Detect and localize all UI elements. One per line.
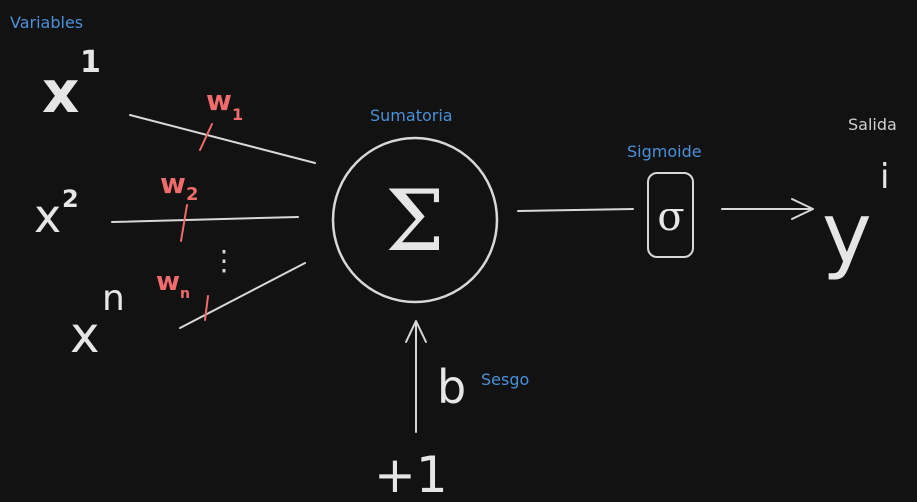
input-xn-base: x (70, 306, 100, 364)
arrow-output-head-icon (791, 198, 814, 220)
weight-w1-tick (199, 123, 213, 151)
weight-w2-tick (180, 204, 188, 242)
connection-xn-to-sum (179, 262, 306, 329)
summation-symbol: Σ (385, 172, 444, 270)
bias-input: +1 (374, 446, 448, 502)
input-x1-base: x (42, 58, 79, 126)
ellipsis-inputs: ⋮ (210, 244, 238, 277)
input-x1-sup: 1 (80, 45, 101, 80)
input-xn: x n (70, 278, 125, 364)
weight-w1-base: w (206, 84, 232, 117)
weight-w1-sub: 1 (232, 105, 243, 124)
label-variables: Variables (10, 13, 83, 32)
weight-wn-tick (204, 295, 209, 321)
connection-x2-to-sum (111, 216, 299, 223)
input-x2: x 2 (34, 185, 79, 243)
input-x2-sup: 2 (62, 185, 79, 213)
label-salida: Salida (848, 115, 897, 134)
weight-w2-sub: 2 (186, 184, 199, 205)
label-sesgo: Sesgo (481, 370, 529, 389)
weight-wn-base: w (156, 267, 180, 297)
connection-sum-to-sigmoid (517, 208, 634, 212)
arrow-bias-head-icon (405, 320, 427, 343)
weight-w2-base: w (160, 167, 186, 200)
sigmoid-symbol: σ (657, 194, 684, 240)
input-x2-base: x (34, 189, 61, 243)
connection-x1-to-sum (129, 114, 316, 164)
input-xn-sup: n (102, 278, 125, 319)
bias-symbol: b (437, 360, 466, 414)
output-y-base: y (822, 184, 872, 282)
weight-wn-sub: n (180, 286, 190, 302)
summation-node (331, 136, 499, 304)
weight-w1-label: w 1 (206, 84, 243, 124)
output-y: y i (822, 157, 889, 282)
input-x1: x 1 (42, 45, 101, 126)
weight-wn-label: w n (156, 267, 190, 302)
label-sigmoide: Sigmoide (627, 142, 702, 161)
weight-w2-label: w 2 (160, 167, 199, 205)
output-y-sup: i (880, 157, 889, 197)
sigmoid-box (647, 172, 694, 258)
label-sumatoria: Sumatoria (370, 106, 453, 125)
